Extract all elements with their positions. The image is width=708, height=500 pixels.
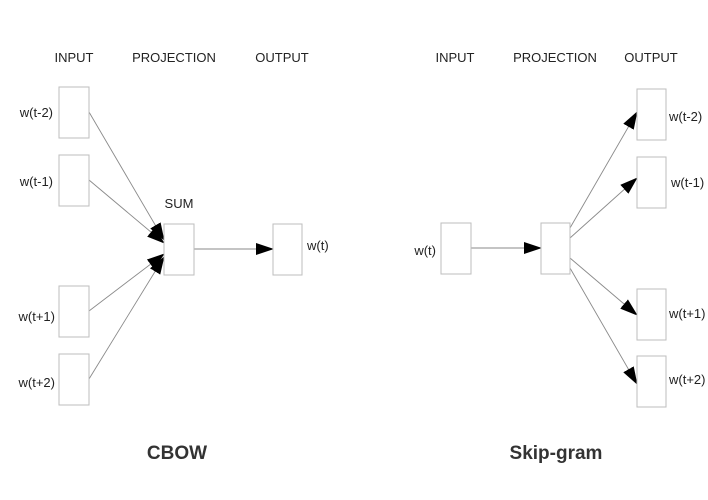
- skipgram-input-label: w(t): [413, 243, 436, 258]
- skipgram-title: Skip-gram: [510, 443, 603, 464]
- skipgram-output-label: w(t+2): [668, 372, 705, 387]
- cbow-edge-w-t+2-to-sum: [88, 256, 165, 380]
- cbow-output-header: OUTPUT: [255, 50, 309, 65]
- skipgram-projection-box: [540, 222, 571, 275]
- cbow-input-box-w-t+2: [58, 353, 90, 406]
- skipgram-projection-header: PROJECTION: [513, 50, 597, 65]
- cbow-input-label: w(t+1): [18, 309, 55, 324]
- skipgram-output-box-w-t-2: [636, 88, 667, 141]
- skipgram-edge-to-w-t-1: [569, 177, 638, 239]
- skipgram-edge-to-w-t+1: [569, 257, 638, 316]
- cbow-input-label: w(t+2): [18, 375, 55, 390]
- cbow-sum-label: SUM: [165, 196, 194, 211]
- skipgram-input-header: INPUT: [436, 50, 475, 65]
- cbow-output-label: w(t): [306, 238, 329, 253]
- cbow-input-box-w-t-1: [58, 154, 90, 207]
- skipgram-output-box-w-t+1: [636, 288, 667, 341]
- skipgram-edge-to-w-t-2: [569, 111, 638, 229]
- cbow-input-label: w(t-1): [19, 174, 53, 189]
- cbow-input-label: w(t-2): [19, 105, 53, 120]
- cbow-edge-w-t+1-to-sum: [88, 253, 165, 312]
- cbow-projection-box: [163, 223, 195, 276]
- cbow-input-box-w-t+1: [58, 285, 90, 338]
- skipgram-model: INPUT PROJECTION OUTPUT w(t) w(t-2) w(t-…: [413, 50, 705, 464]
- skipgram-output-label: w(t-2): [668, 109, 702, 124]
- skipgram-output-box-w-t-1: [636, 156, 667, 209]
- skipgram-output-box-w-t+2: [636, 355, 667, 408]
- cbow-edge-w-t-2-to-sum: [88, 111, 165, 241]
- cbow-model: INPUT PROJECTION OUTPUT w(t-2) w(t-1) w(…: [18, 50, 329, 464]
- cbow-input-box-w-t-2: [58, 86, 90, 139]
- cbow-edge-w-t-1-to-sum: [88, 179, 165, 244]
- cbow-projection-header: PROJECTION: [132, 50, 216, 65]
- skipgram-output-label: w(t+1): [668, 306, 705, 321]
- skipgram-input-box: [440, 222, 472, 275]
- cbow-title: CBOW: [147, 443, 207, 464]
- skipgram-output-header: OUTPUT: [624, 50, 678, 65]
- cbow-input-header: INPUT: [55, 50, 94, 65]
- skipgram-edge-to-w-t+2: [569, 267, 638, 385]
- skipgram-output-label: w(t-1): [670, 175, 704, 190]
- cbow-output-box: [272, 223, 303, 276]
